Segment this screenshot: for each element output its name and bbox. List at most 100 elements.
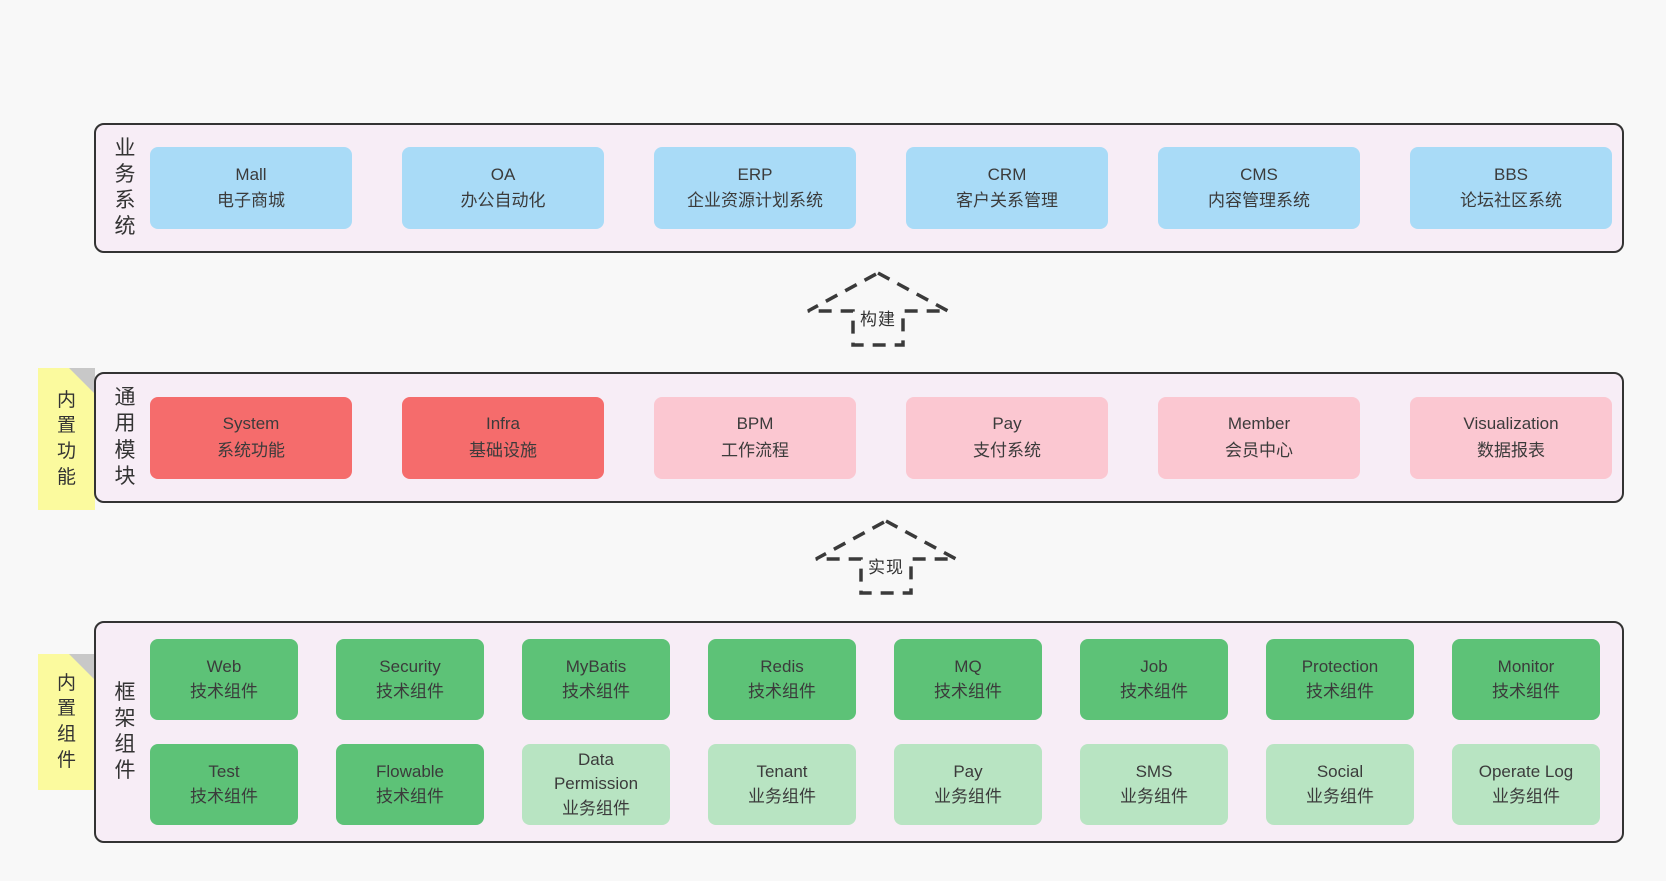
business-systems-label: 业务系统 bbox=[114, 136, 136, 239]
box-title: Operate Log bbox=[1478, 761, 1574, 781]
arrow-label-build: 构建 bbox=[857, 305, 899, 330]
box-title: Web bbox=[206, 656, 242, 676]
box-title: Pay bbox=[992, 414, 1022, 434]
box-title: Job bbox=[1140, 656, 1168, 676]
box-title: Mall bbox=[235, 164, 267, 184]
build-arrow: 构建 bbox=[805, 270, 951, 348]
box-crm: CRM 客户关系管理 bbox=[906, 147, 1108, 229]
common-modules-label: 通用模块 bbox=[114, 386, 136, 488]
box-subtitle: 论坛社区系统 bbox=[1460, 191, 1562, 210]
box-title: System bbox=[222, 414, 280, 434]
box-subtitle: 技术组件 bbox=[376, 681, 444, 701]
arrow-label-implement: 实现 bbox=[865, 553, 907, 578]
box-title: Test bbox=[208, 761, 240, 781]
box-title: CMS bbox=[1240, 164, 1278, 184]
box-mq: MQ 技术组件 bbox=[894, 639, 1042, 720]
box-bbs: BBS 论坛社区系统 bbox=[1410, 147, 1612, 229]
box-subtitle: 业务组件 bbox=[934, 786, 1002, 806]
box-web: Web 技术组件 bbox=[150, 639, 298, 720]
box-mall: Mall 电子商城 bbox=[150, 147, 352, 229]
builtin-features-tab: 内置功能 bbox=[38, 368, 95, 510]
box-cms: CMS 内容管理系统 bbox=[1158, 147, 1360, 229]
box-subtitle: 技术组件 bbox=[1306, 681, 1374, 701]
box-subtitle: 业务组件 bbox=[1120, 786, 1188, 806]
box-title: MQ bbox=[954, 656, 982, 676]
box-title: Social bbox=[1316, 761, 1364, 781]
box-title: ERP bbox=[737, 164, 773, 184]
box-subtitle: 技术组件 bbox=[934, 681, 1002, 701]
box-monitor: Monitor 技术组件 bbox=[1452, 639, 1600, 720]
box-subtitle: 基础设施 bbox=[469, 440, 537, 460]
implement-arrow: 实现 bbox=[813, 518, 959, 596]
box-subtitle: 技术组件 bbox=[376, 786, 444, 806]
box-subtitle: 业务组件 bbox=[562, 798, 630, 818]
up-arrow-icon bbox=[815, 519, 957, 595]
box-title: SMS bbox=[1135, 761, 1173, 781]
box-subtitle: 客户关系管理 bbox=[956, 191, 1058, 210]
framework-components-label: 框架组件 bbox=[114, 680, 136, 783]
box-erp: ERP 企业资源计划系统 bbox=[654, 147, 856, 229]
box-subtitle: 数据报表 bbox=[1477, 440, 1545, 460]
box-infra: Infra 基础设施 bbox=[402, 396, 604, 479]
box-title: BBS bbox=[1493, 164, 1529, 184]
box-subtitle: 电子商城 bbox=[217, 191, 285, 210]
framework-components-panel: 框架组件 Web 技术组件 Security 技术组件 MyBatis 技术组件… bbox=[94, 621, 1624, 843]
box-system: System 系统功能 bbox=[150, 396, 352, 479]
box-subtitle: 技术组件 bbox=[748, 681, 816, 701]
box-title: Tenant bbox=[756, 761, 808, 781]
box-member: Member 会员中心 bbox=[1158, 396, 1360, 479]
framework-components-grid: Web 技术组件 Security 技术组件 MyBatis 技术组件 Redi… bbox=[150, 639, 1600, 825]
box-title: Pay bbox=[953, 761, 983, 781]
box-sms: SMS 业务组件 bbox=[1080, 744, 1228, 825]
box-subtitle: 技术组件 bbox=[1492, 681, 1560, 701]
box-subtitle: 技术组件 bbox=[1120, 681, 1188, 701]
box-title: CRM bbox=[987, 164, 1027, 184]
common-modules-items: System 系统功能 Infra 基础设施 BPM 工作流程 Pay 支付系统… bbox=[150, 396, 1612, 479]
box-social: Social 业务组件 bbox=[1266, 744, 1414, 825]
box-subtitle: 业务组件 bbox=[748, 786, 816, 806]
business-systems-panel: 业务系统 Mall 电子商城 OA 办公自动化 ERP 企业资源计划系统 CRM… bbox=[94, 123, 1624, 253]
box-subtitle: 技术组件 bbox=[562, 681, 630, 701]
box-subtitle: 技术组件 bbox=[190, 681, 258, 701]
box-protection: Protection 技术组件 bbox=[1266, 639, 1414, 720]
common-modules-panel: 通用模块 System 系统功能 Infra 基础设施 BPM 工作流程 Pay… bbox=[94, 372, 1624, 503]
up-arrow-icon bbox=[807, 271, 949, 347]
builtin-components-tab-label: 内置组件 bbox=[56, 672, 76, 771]
box-title: Monitor bbox=[1497, 656, 1555, 676]
business-systems-items: Mall 电子商城 OA 办公自动化 ERP 企业资源计划系统 CRM 客户关系… bbox=[150, 147, 1612, 229]
box-title: MyBatis bbox=[565, 656, 627, 676]
box-redis: Redis 技术组件 bbox=[708, 639, 856, 720]
box-subtitle: 企业资源计划系统 bbox=[687, 191, 823, 210]
box-pay-component: Pay 业务组件 bbox=[894, 744, 1042, 825]
box-title: Member bbox=[1227, 414, 1291, 434]
box-subtitle: 业务组件 bbox=[1306, 786, 1374, 806]
builtin-features-tab-label: 内置功能 bbox=[56, 389, 76, 488]
box-flowable: Flowable 技术组件 bbox=[336, 744, 484, 825]
box-tenant: Tenant 业务组件 bbox=[708, 744, 856, 825]
box-subtitle: 会员中心 bbox=[1225, 440, 1293, 460]
box-bpm: BPM 工作流程 bbox=[654, 396, 856, 479]
box-job: Job 技术组件 bbox=[1080, 639, 1228, 720]
box-subtitle: 技术组件 bbox=[190, 786, 258, 806]
box-title: Security bbox=[379, 656, 441, 676]
box-title: Redis bbox=[760, 656, 804, 676]
box-data-permission: Data Permission 业务组件 bbox=[522, 744, 670, 825]
box-subtitle: 办公自动化 bbox=[460, 191, 546, 210]
box-title: Visualization bbox=[1463, 414, 1559, 434]
box-title: OA bbox=[490, 164, 516, 184]
box-title: Protection bbox=[1301, 656, 1379, 676]
box-subtitle: 工作流程 bbox=[721, 440, 789, 460]
box-visualization: Visualization 数据报表 bbox=[1410, 396, 1612, 479]
box-subtitle: 支付系统 bbox=[973, 440, 1041, 460]
box-subtitle: 业务组件 bbox=[1492, 786, 1560, 806]
box-title: BPM bbox=[736, 414, 774, 434]
box-pay: Pay 支付系统 bbox=[906, 396, 1108, 479]
box-title: Flowable bbox=[375, 761, 445, 781]
box-mybatis: MyBatis 技术组件 bbox=[522, 639, 670, 720]
box-security: Security 技术组件 bbox=[336, 639, 484, 720]
builtin-components-tab: 内置组件 bbox=[38, 654, 95, 790]
box-operate-log: Operate Log 业务组件 bbox=[1452, 744, 1600, 825]
box-test: Test 技术组件 bbox=[150, 744, 298, 825]
box-subtitle: 系统功能 bbox=[217, 440, 285, 460]
